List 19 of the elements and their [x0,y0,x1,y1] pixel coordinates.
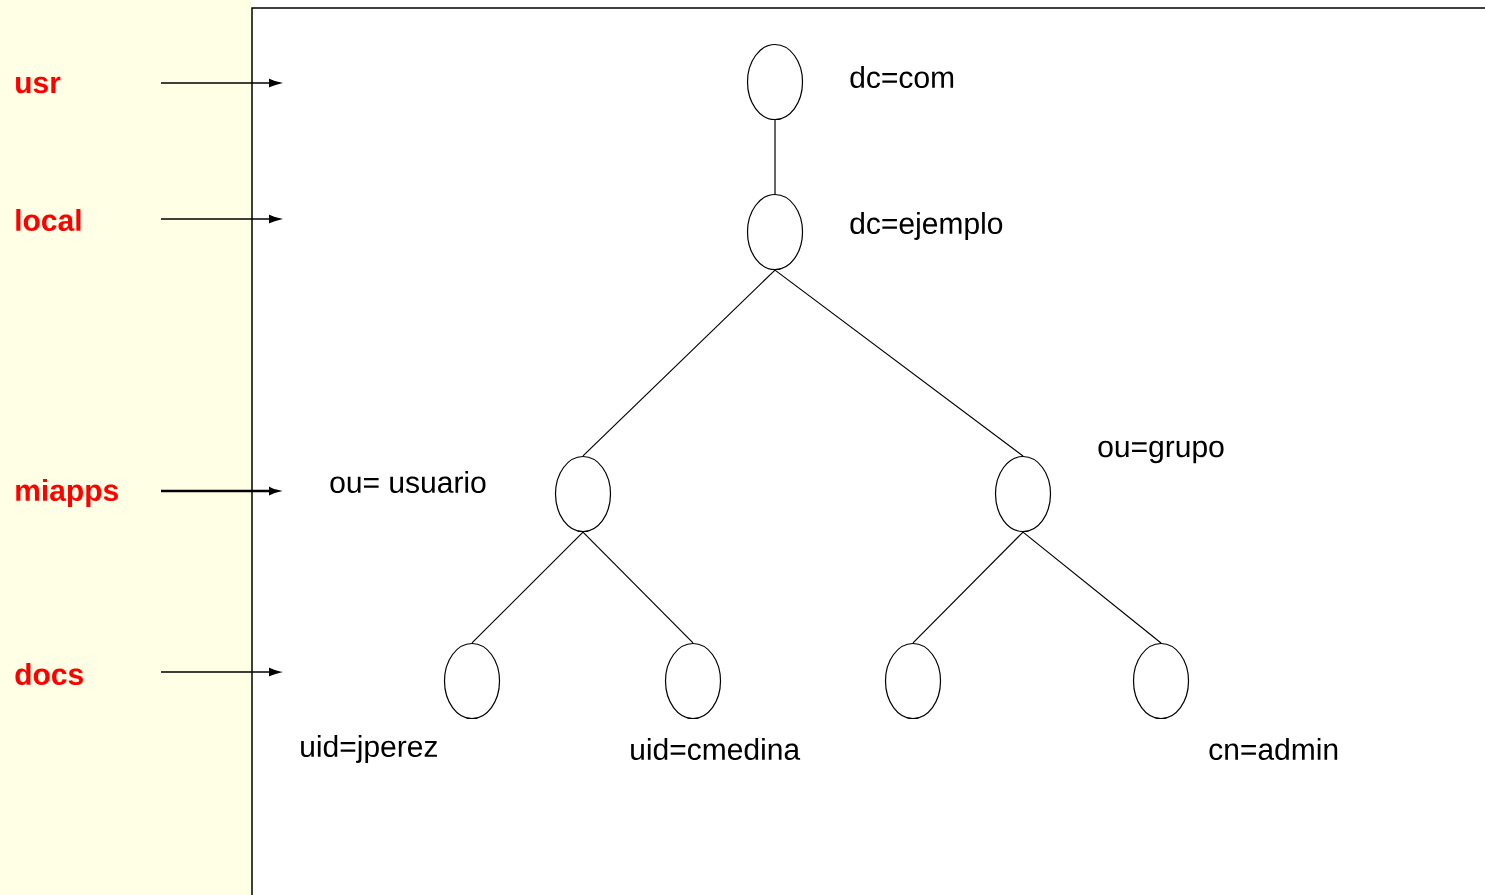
tree-line [471,531,584,644]
folder-label: miapps [16,479,118,507]
folder-label: local [16,209,81,232]
entry-label: ou= usuario [330,471,486,494]
tree-line [1022,531,1162,644]
tree-line [912,531,1024,644]
entry-label: uid=cmedina [631,738,801,761]
tree-line [774,119,776,195]
folder-label: docs [15,663,83,686]
tree-line [582,269,776,457]
entry-label: cn=admin [1209,738,1338,761]
entry-label: uid=jperez [301,735,437,763]
folder-label: usr [16,76,61,94]
entry-label: dc=com [850,66,954,89]
entry-label: dc=ejemplo [850,212,1003,240]
entry-label: ou=grupo [1098,440,1224,464]
tree-line [774,269,1024,457]
tree-line [582,531,694,644]
tree-node [884,642,942,720]
